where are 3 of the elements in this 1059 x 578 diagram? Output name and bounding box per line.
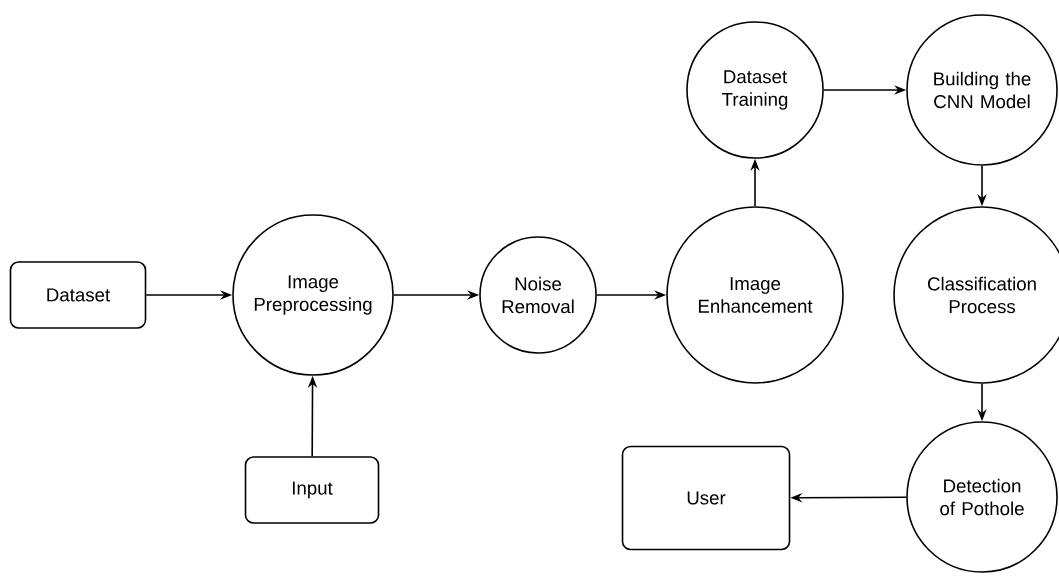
process-box: User bbox=[621, 445, 791, 551]
process-box: Dataset bbox=[9, 261, 147, 329]
process-box: Input bbox=[244, 456, 380, 524]
